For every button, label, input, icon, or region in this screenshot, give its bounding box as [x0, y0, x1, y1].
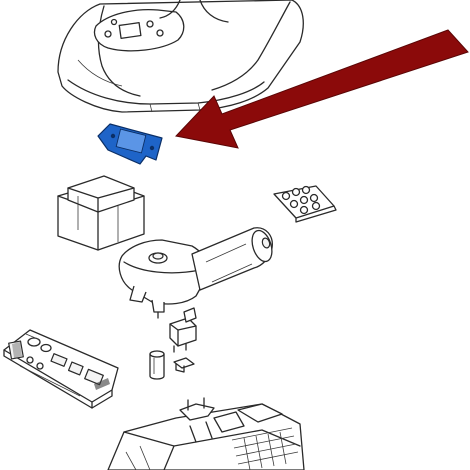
base-housing	[107, 397, 305, 470]
transformer	[57, 175, 145, 251]
capacitor	[149, 350, 165, 380]
base-grille	[231, 427, 299, 470]
clip	[173, 357, 195, 373]
display-window	[118, 22, 142, 39]
gear-motor	[118, 227, 273, 319]
lamp-holder	[273, 185, 337, 223]
limit-switch	[169, 307, 197, 353]
pointer-arrow	[175, 29, 469, 149]
top-cover	[57, 0, 304, 113]
control-board	[3, 329, 119, 409]
highlighted-part	[97, 123, 163, 165]
